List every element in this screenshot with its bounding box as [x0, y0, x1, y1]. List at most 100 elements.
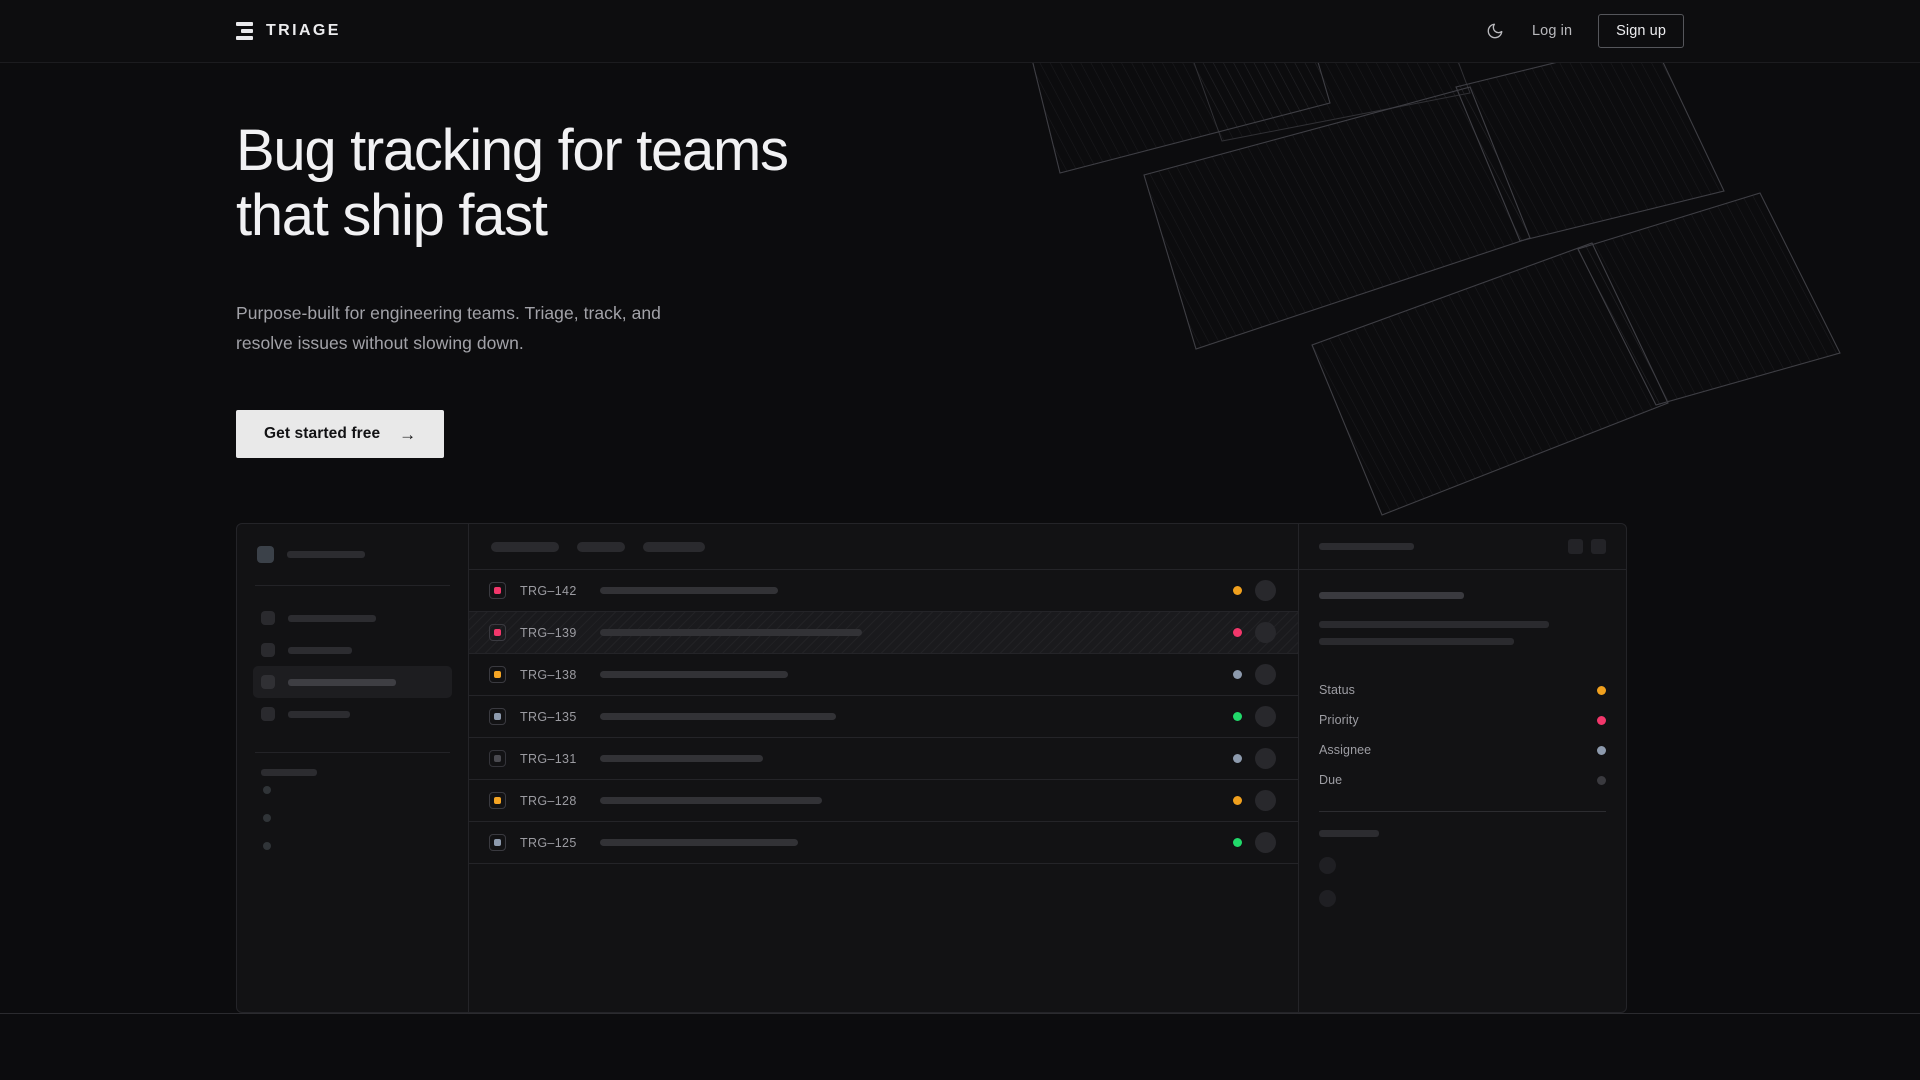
row-issue-id: TRG–138 — [520, 667, 577, 682]
row-title-placeholder — [600, 587, 778, 594]
row-type-badge-icon — [489, 750, 506, 767]
square-button-icon-1[interactable] — [1568, 539, 1583, 554]
row-title-placeholder — [600, 797, 822, 804]
toolbar-chip-1[interactable] — [491, 541, 559, 552]
detail-avatars — [1319, 857, 1606, 907]
workspace-avatar — [257, 546, 274, 563]
row-type-badge-icon — [489, 834, 506, 851]
avatar — [1255, 832, 1276, 853]
row-issue-id: TRG–135 — [520, 709, 577, 724]
avatar — [1255, 664, 1276, 685]
sidebar-sub-item-3[interactable] — [253, 832, 452, 860]
meta-label: Assignee — [1319, 743, 1372, 757]
signup-button[interactable]: Sign up — [1598, 14, 1684, 48]
meta-label: Status — [1319, 683, 1356, 697]
avatar — [1255, 580, 1276, 601]
sidebar-sub-item-2[interactable] — [253, 804, 452, 832]
sidebar-item-icon — [261, 611, 275, 625]
row-type-badge-icon — [489, 708, 506, 725]
moon-icon[interactable] — [1484, 20, 1506, 42]
table-row[interactable]: TRG–125 — [469, 822, 1298, 864]
detail-panel-header — [1299, 524, 1626, 570]
meta-value-dot — [1597, 745, 1606, 755]
detail-text-placeholder-1 — [1319, 592, 1464, 599]
row-status-dot — [1233, 754, 1242, 763]
sidebar-item-1[interactable] — [253, 602, 452, 634]
mockup-sidebar-sublist — [253, 776, 452, 860]
arrow-right-icon: → — [399, 424, 417, 444]
row-type-badge-icon — [489, 666, 506, 683]
sidebar-item-3[interactable] — [253, 666, 452, 698]
avatar — [1255, 790, 1276, 811]
hero-section: Bug tracking for teams that ship fast Pu… — [236, 118, 789, 458]
table-row[interactable]: TRG–139 — [469, 612, 1298, 654]
meta-row-due[interactable]: Due — [1319, 765, 1606, 795]
avatar — [1255, 622, 1276, 643]
meta-label: Priority — [1319, 713, 1359, 727]
meta-value-dot — [1597, 715, 1606, 725]
sidebar-item-label-placeholder — [288, 678, 396, 686]
row-status-dot — [1233, 838, 1242, 847]
hero-subtitle: Purpose-built for engineering teams. Tri… — [236, 303, 661, 353]
detail-footer-label — [1319, 830, 1606, 837]
page-footer — [0, 1014, 1920, 1080]
row-title-placeholder — [600, 713, 836, 720]
row-status-dot — [1233, 670, 1242, 679]
row-status-dot — [1233, 712, 1242, 721]
row-issue-id: TRG–139 — [520, 625, 577, 640]
row-type-badge-icon — [489, 792, 506, 809]
hero-title-line-1: Bug tracking for teams — [236, 118, 789, 183]
sidebar-item-label-placeholder — [288, 710, 350, 718]
stacked-bars-logo-icon — [236, 22, 253, 40]
top-navigation-bar: TRIAGE Log in Sign up — [0, 0, 1920, 63]
nav-actions: Log in Sign up — [1484, 14, 1684, 48]
detail-text-placeholder-3 — [1319, 638, 1514, 645]
hero-title-line-2: that ship fast — [236, 183, 548, 248]
row-issue-id: TRG–142 — [520, 583, 577, 598]
mockup-sidebar-nav — [253, 602, 452, 730]
sidebar-section-header — [253, 769, 452, 776]
table-row[interactable]: TRG–138 — [469, 654, 1298, 696]
toolbar-chip-3[interactable] — [643, 541, 705, 552]
mockup-baseline-divider — [0, 1013, 1920, 1014]
meta-value-dot — [1597, 775, 1606, 785]
get-started-button[interactable]: Get started free → — [236, 410, 445, 458]
table-row[interactable]: TRG–128 — [469, 780, 1298, 822]
row-issue-id: TRG–128 — [520, 793, 577, 808]
table-row[interactable]: TRG–135 — [469, 696, 1298, 738]
sidebar-item-2[interactable] — [253, 634, 452, 666]
meta-row-assignee[interactable]: Assignee — [1319, 735, 1606, 765]
row-title-placeholder — [600, 629, 862, 636]
avatar — [1319, 857, 1336, 874]
row-type-badge-icon — [489, 624, 506, 641]
sidebar-item-4[interactable] — [253, 698, 452, 730]
meta-row-status[interactable]: Status — [1319, 675, 1606, 705]
table-row[interactable]: TRG–131 — [469, 738, 1298, 780]
mockup-sidebar — [237, 524, 469, 1012]
row-status-dot — [1233, 796, 1242, 805]
detail-text-placeholder-2 — [1319, 621, 1549, 628]
meta-row-priority[interactable]: Priority — [1319, 705, 1606, 735]
detail-divider — [1319, 811, 1606, 812]
get-started-label: Get started free — [264, 425, 381, 442]
sidebar-divider-top — [255, 585, 450, 586]
detail-body-placeholders — [1319, 592, 1606, 645]
login-link[interactable]: Log in — [1532, 23, 1573, 39]
sidebar-sub-item-1[interactable] — [253, 776, 452, 804]
row-type-badge-icon — [489, 582, 506, 599]
brand-logo[interactable]: TRIAGE — [236, 22, 341, 40]
row-title-placeholder — [600, 839, 798, 846]
sidebar-item-label-placeholder — [288, 614, 376, 622]
workspace-name-placeholder — [287, 551, 365, 558]
square-button-icon-2[interactable] — [1591, 539, 1606, 554]
toolbar-chip-2[interactable] — [577, 541, 625, 552]
row-status-dot — [1233, 628, 1242, 637]
table-row[interactable]: TRG–142 — [469, 570, 1298, 612]
section-label-placeholder — [261, 769, 317, 776]
row-title-placeholder — [600, 755, 763, 762]
